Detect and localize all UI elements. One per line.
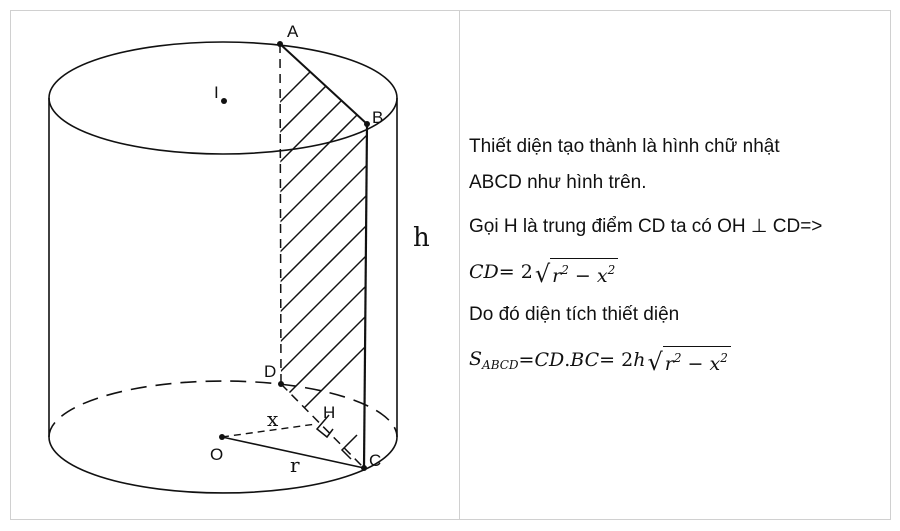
formula-area-h: h (633, 349, 646, 371)
edge-DC (280, 383, 365, 469)
label-h: h (413, 223, 430, 253)
cell-divider (459, 11, 460, 519)
formula-cd-sqrt: √ r2 − x2 (534, 258, 619, 288)
solution-line-4: Do đó diện tích thiết diện (469, 304, 680, 325)
formula-cd-radicand: r2 − x2 (550, 258, 619, 286)
formula-area-cd: CD (534, 349, 565, 371)
formula-area-dot: . (564, 349, 571, 371)
solution-line-2: ABCD như hình trên. (469, 172, 647, 193)
label-x: x (267, 407, 279, 431)
formula-area: SABCD = CD . BC = 2 h √ r2 − x2 (469, 343, 889, 377)
formula-cd-lhs: CD (469, 261, 499, 283)
formula-area-radicand: r2 − x2 (662, 346, 731, 374)
label-A: A (287, 22, 299, 41)
section-hatching (280, 44, 367, 462)
label-D: D (264, 362, 276, 381)
formula-area-eq2: = 2 (599, 349, 634, 371)
formula-area-bc: BC (570, 349, 600, 371)
label-I: I (214, 83, 219, 102)
point-D (278, 381, 284, 387)
edge-AB (279, 43, 368, 125)
formula-area-lhs: SABCD (469, 348, 519, 372)
sqrt-sign-icon: √ (647, 348, 663, 376)
point-I (221, 98, 227, 104)
cylinder-diagram: A B C D H O I h x r (48, 22, 430, 494)
formula-area-eq1: = (518, 349, 535, 371)
bottom-base-front-arc (48, 436, 398, 494)
right-angle-mark-C (340, 434, 358, 460)
edge-AD (279, 43, 282, 385)
label-H: H (323, 403, 335, 422)
point-B (364, 121, 370, 127)
label-B: B (372, 108, 383, 127)
formula-cd-eq: = 2 (498, 261, 533, 283)
right-angle-mark-H (315, 414, 334, 439)
edge-BC (362, 123, 369, 469)
top-base-ellipse (48, 41, 398, 155)
formula-area-sqrt: √ r2 − x2 (647, 346, 731, 376)
solution-table: A B C D H O I h x r Thiết diện tạo thành… (10, 10, 891, 520)
point-O (219, 434, 225, 440)
solution-line-3: Gọi H là trung điểm CD ta có OH ⊥ CD=> (469, 216, 823, 237)
cylinder-figure: A B C D H O I h x r (11, 11, 459, 519)
point-A (277, 41, 283, 47)
sqrt-sign-icon: √ (534, 260, 551, 288)
solution-text: Thiết diện tạo thành là hình chữ nhật AB… (469, 129, 889, 385)
bottom-base-back-arc (48, 380, 398, 438)
label-O: O (210, 445, 223, 464)
label-C: C (369, 451, 381, 470)
segment-OC (221, 436, 365, 469)
point-C (361, 465, 367, 471)
formula-cd: CD = 2 √ r2 − x2 (469, 255, 889, 289)
segment-OH (221, 423, 317, 438)
solution-line-1: Thiết diện tạo thành là hình chữ nhật (469, 136, 780, 157)
label-r: r (290, 453, 300, 477)
